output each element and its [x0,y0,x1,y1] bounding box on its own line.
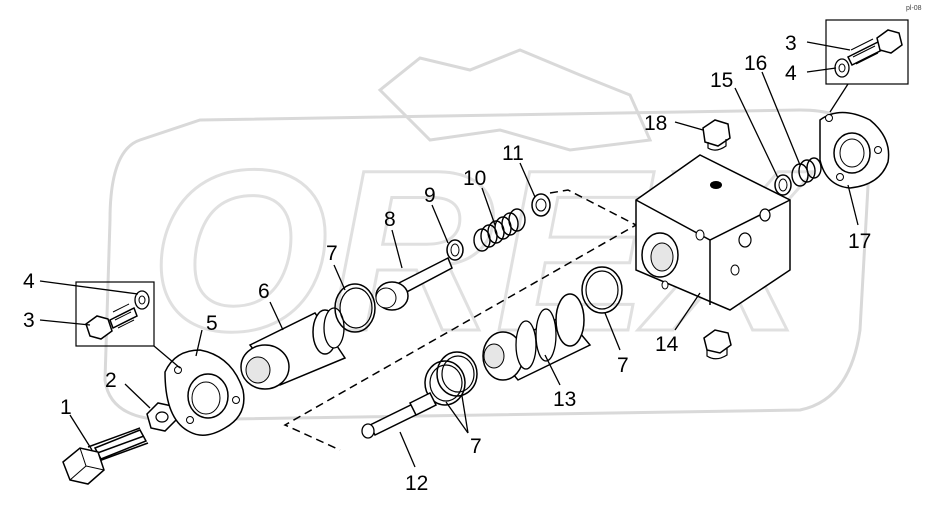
callout-7-lower: 7 [470,435,482,458]
part-7-seal-upper [334,283,376,333]
part-3-4-right-group [825,19,909,85]
part-14-valve-body [635,154,791,311]
callout-18: 18 [644,112,667,135]
callout-4-right: 4 [785,62,797,85]
callout-1: 1 [60,396,72,419]
part-9-ring [446,239,464,261]
callout-17: 17 [848,230,871,253]
callout-6: 6 [258,280,270,303]
callout-16: 16 [744,52,767,75]
part-7-seals-lower [424,351,478,406]
callout-3-right: 3 [785,32,797,55]
part-6-sleeve [240,307,347,390]
leader-lines [39,41,859,468]
callout-14: 14 [655,333,679,356]
callout-9: 9 [424,184,436,207]
part-3-4-left-group [75,281,155,347]
callout-4-left: 4 [23,270,35,293]
corner-code: pl-08 [906,5,922,12]
callout-8: 8 [384,208,396,231]
callout-12: 12 [405,472,428,495]
part-7-seal-right [581,266,623,314]
part-5-flange-left [164,349,245,436]
part-13-spool [482,293,592,381]
callout-13: 13 [553,388,576,411]
callout-15: 15 [710,69,733,92]
part-12-stem [361,391,438,439]
callout-11: 11 [502,142,524,165]
callout-labels: 1 2 3 4 5 6 7 8 9 10 11 7 7 12 13 14 18 … [23,32,871,495]
part-18-plug-upper [702,119,731,151]
callout-5: 5 [206,312,218,335]
plug-lower [703,329,732,360]
part-17-flange-right [819,111,890,189]
part-1-bolt [62,427,149,485]
part-2-nut [146,402,177,432]
callout-7-upper: 7 [326,242,338,265]
callout-10: 10 [463,167,486,190]
part-10-spring [473,208,526,252]
part-15-ring [774,174,792,196]
callout-7-right: 7 [617,354,629,377]
callout-2: 2 [105,369,117,392]
callout-3-left: 3 [23,309,35,332]
part-8-plunger [375,256,453,311]
part-11-washer [531,193,551,217]
